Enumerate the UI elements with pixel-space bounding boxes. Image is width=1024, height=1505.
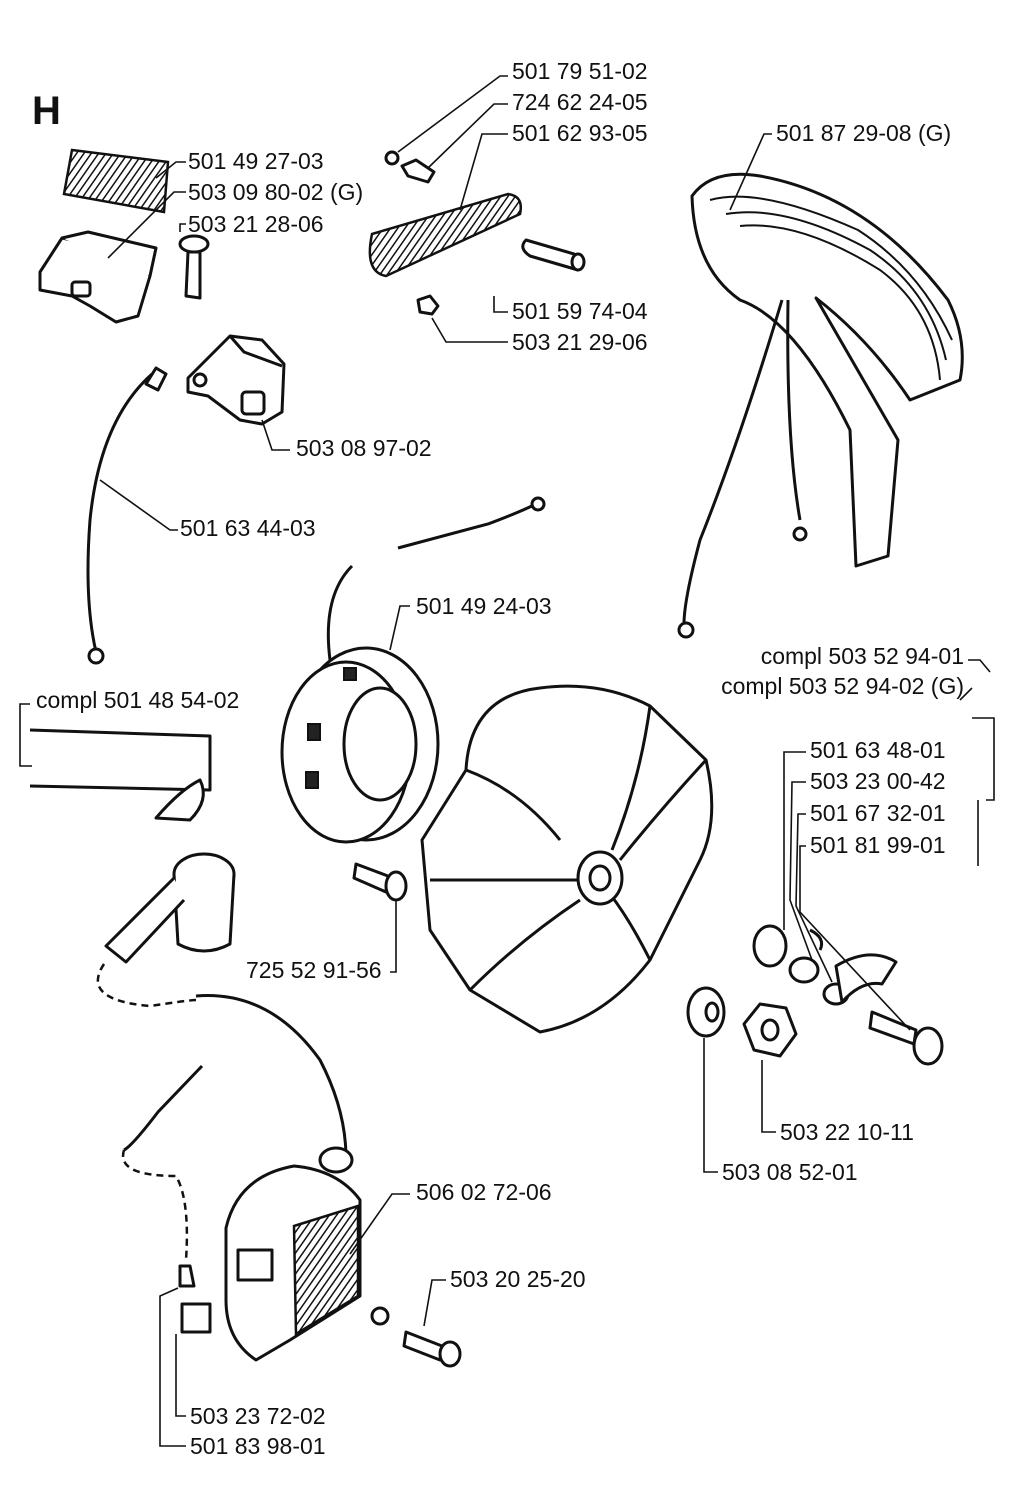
mesh-filter-icon (62, 148, 170, 214)
flywheel-ring-icon (280, 646, 440, 844)
part-label-503-08-52-01: 503 08 52-01 (722, 1159, 858, 1185)
part-label-503-22-10-11: 503 22 10-11 (780, 1119, 914, 1145)
part-label-503-23-00-42: 503 23 00-42 (810, 768, 946, 794)
starter-cup-icon (29, 728, 236, 964)
screw-icon (178, 234, 210, 300)
part-label-501-63-44-03: 501 63 44-03 (180, 515, 316, 541)
flywheel-screw-icon (352, 862, 408, 902)
part-label-501-79-51-02: 501 79 51-02 (512, 58, 648, 84)
ignition-lead-icon (86, 366, 168, 665)
part-label-503-08-97-02: 503 08 97-02 (296, 435, 432, 461)
leader-lines (19, 75, 995, 1447)
washer-icon (686, 986, 726, 1038)
nut-icon (742, 1002, 798, 1058)
part-label-725-52-91-56: 725 52 91-56 (246, 957, 382, 983)
part-number-labels: 501 79 51-02 724 62 24-05 501 62 93-05 5… (36, 58, 964, 1459)
part-label-724-62-24-05: 724 62 24-05 (512, 89, 648, 115)
small-screw-icon (416, 294, 440, 316)
housing-bracket-icon (38, 230, 158, 324)
part-label-501-81-99-01: 501 81 99-01 (810, 832, 946, 858)
ignition-coil-icon (180, 1146, 362, 1362)
part-label-compl-503-52-94-02: compl 503 52 94-02 (G) (721, 673, 964, 699)
screw-nut-icon (384, 150, 436, 184)
part-label-compl-501-48-54-02: compl 501 48 54-02 (36, 687, 239, 713)
part-label-506-02-72-06: 506 02 72-06 (416, 1179, 552, 1205)
coil-screw-icon (370, 1306, 462, 1368)
part-label-501-59-74-04: 501 59 74-04 (512, 298, 648, 324)
filter-element-icon (368, 192, 522, 278)
fan-flywheel-icon (420, 684, 714, 1034)
part-label-503-09-80-02: 503 09 80-02 (G) (188, 179, 363, 205)
part-label-501-49-27-03: 501 49 27-03 (188, 148, 324, 174)
part-label-503-21-28-06: 503 21 28-06 (188, 211, 324, 237)
part-label-503-21-29-06: 503 21 29-06 (512, 329, 648, 355)
part-label-501-87-29-08: 501 87 29-08 (G) (776, 120, 951, 146)
part-label-503-23-72-02: 503 23 72-02 (190, 1403, 326, 1429)
part-label-503-20-25-20: 503 20 25-20 (450, 1266, 586, 1292)
ht-lead-icon (96, 963, 348, 1288)
ignition-module-icon (186, 334, 286, 426)
ground-wire-icon (326, 496, 546, 661)
pin-icon (521, 238, 586, 272)
part-label-501-49-24-03: 501 49 24-03 (416, 593, 552, 619)
part-label-compl-503-52-94-01: compl 503 52 94-01 (761, 643, 964, 669)
section-letter: H (32, 89, 61, 133)
heated-handle-icon (677, 172, 964, 639)
part-label-501-63-48-01: 501 63 48-01 (810, 737, 946, 763)
part-label-501-62-93-05: 501 62 93-05 (512, 120, 648, 146)
part-label-501-83-98-01: 501 83 98-01 (190, 1433, 326, 1459)
part-label-501-67-32-01: 501 67 32-01 (810, 800, 946, 826)
